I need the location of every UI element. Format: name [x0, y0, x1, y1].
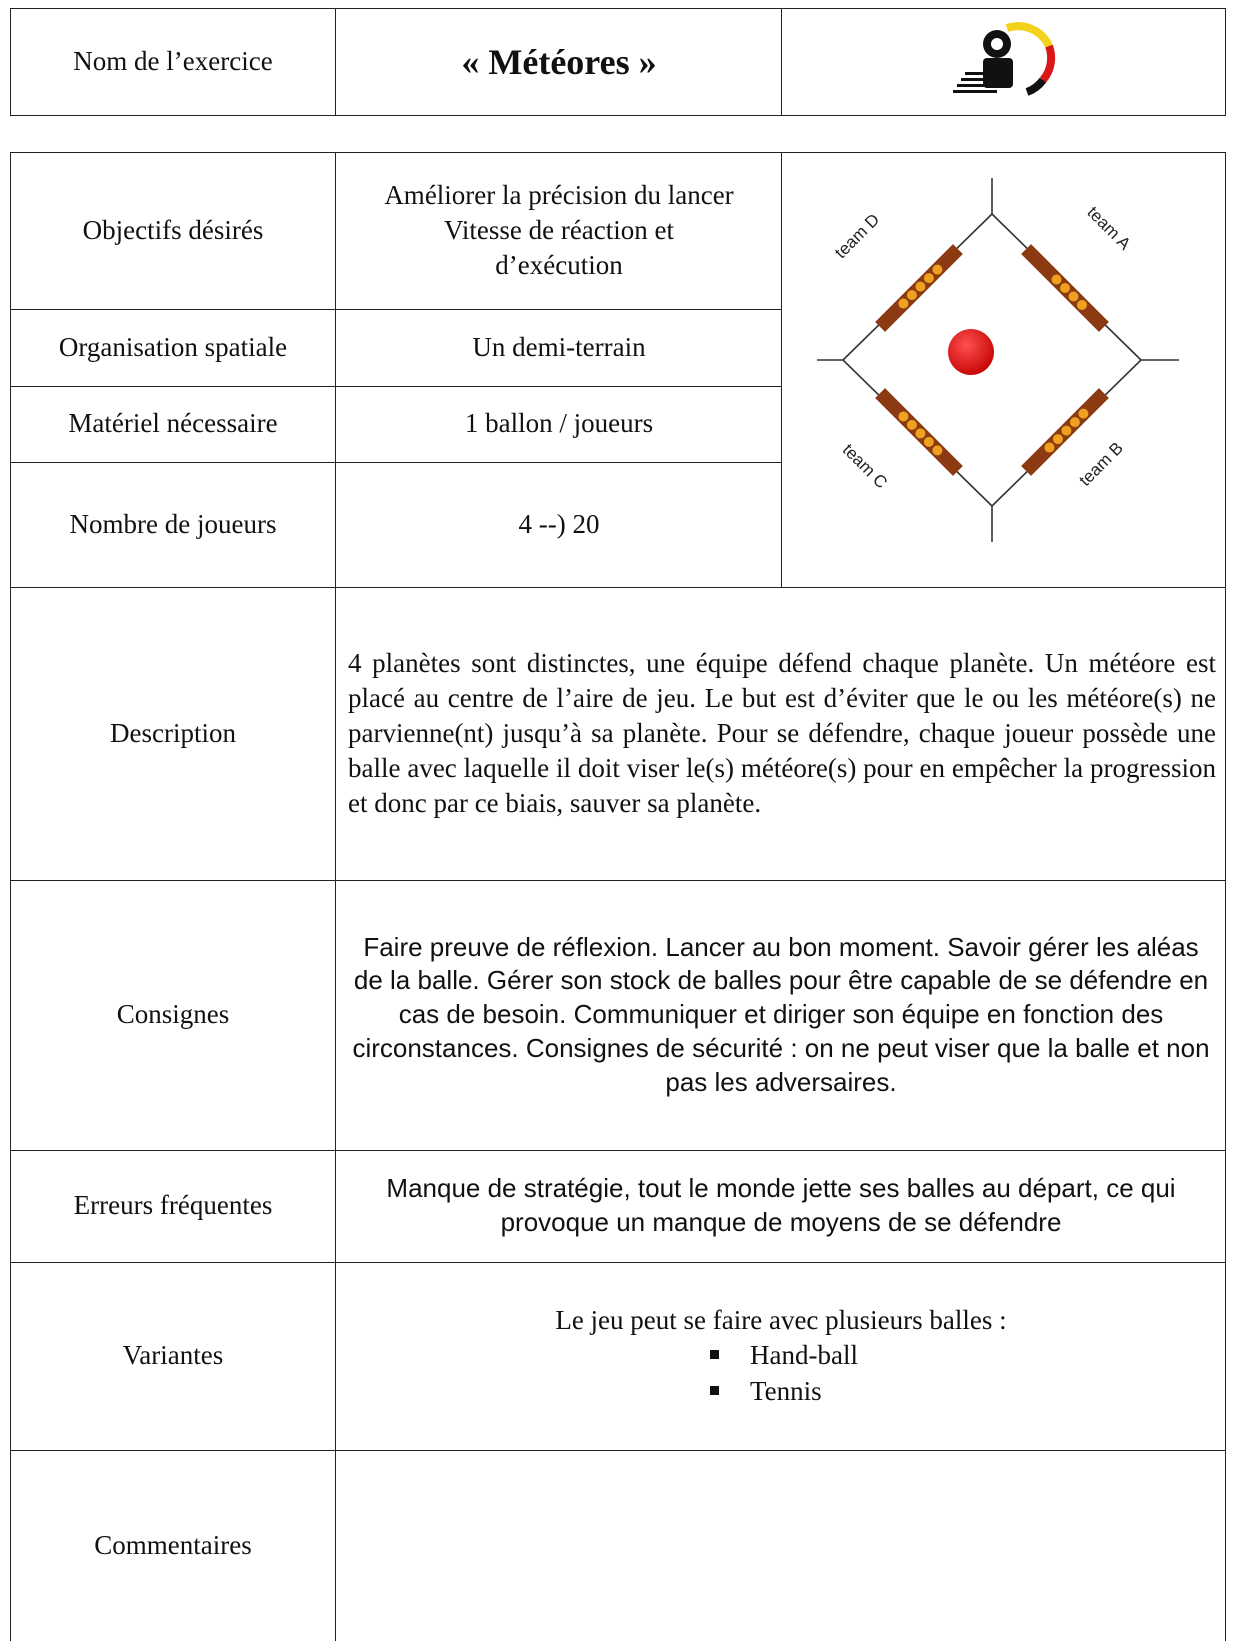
variantes-value: Le jeu peut se faire avec plusieurs ball… — [336, 1262, 1226, 1450]
bench-team-b — [1021, 387, 1109, 476]
nombre-label: Nombre de joueurs — [69, 508, 277, 539]
bench-team-c — [875, 387, 963, 476]
exercise-title: « Météores » — [461, 41, 657, 82]
objectifs-line: d’exécution — [495, 250, 623, 281]
erreurs-value: Manque de stratégie, tout le monde jette… — [386, 1173, 1176, 1237]
variantes-label: Variantes — [122, 1340, 224, 1371]
exercise-name-label: Nom de l’exercice — [73, 46, 273, 77]
objectifs-value: Améliorer la précision du lancer Vitesse… — [336, 152, 782, 309]
field-diagram: team D team A team C team B — [782, 152, 1226, 587]
consignes-label: Consignes — [116, 999, 230, 1030]
erreurs-label: Erreurs fréquentes — [73, 1190, 273, 1221]
federation-logo-icon — [782, 8, 1226, 116]
organisation-value: Un demi-terrain — [472, 331, 646, 362]
variantes-list: Hand-ball Tennis — [704, 1338, 858, 1408]
main-table — [10, 152, 1226, 1641]
team-c-label: team C — [839, 440, 891, 492]
variantes-item: Tennis — [704, 1374, 858, 1409]
objectifs-label: Objectifs désirés — [82, 214, 264, 245]
bench-team-d — [875, 243, 963, 332]
variantes-intro: Le jeu peut se faire avec plusieurs ball… — [555, 1305, 1007, 1336]
commentaires-label: Commentaires — [94, 1529, 252, 1560]
objectifs-line: Vitesse de réaction et — [443, 214, 675, 245]
meteor-ball — [948, 328, 994, 375]
materiel-label: Matériel nécessaire — [68, 408, 278, 439]
team-b-label: team B — [1075, 438, 1127, 490]
commentaires-value — [336, 1450, 1226, 1641]
organisation-label: Organisation spatiale — [58, 331, 288, 362]
header-table — [10, 8, 1226, 116]
materiel-value: 1 ballon / joueurs — [464, 408, 654, 439]
objectifs-line: Améliorer la précision du lancer — [384, 179, 734, 210]
team-d-label: team D — [831, 210, 883, 262]
consignes-value: Faire preuve de réflexion. Lancer au bon… — [352, 931, 1210, 1097]
team-a-label: team A — [1083, 202, 1134, 253]
bench-team-a — [1021, 243, 1109, 332]
description-label: Description — [110, 717, 236, 748]
nombre-value: 4 --) 20 — [518, 508, 600, 539]
description-value: 4 planètes sont distinctes, une équipe d… — [348, 647, 1216, 819]
variantes-item: Hand-ball — [704, 1338, 858, 1373]
